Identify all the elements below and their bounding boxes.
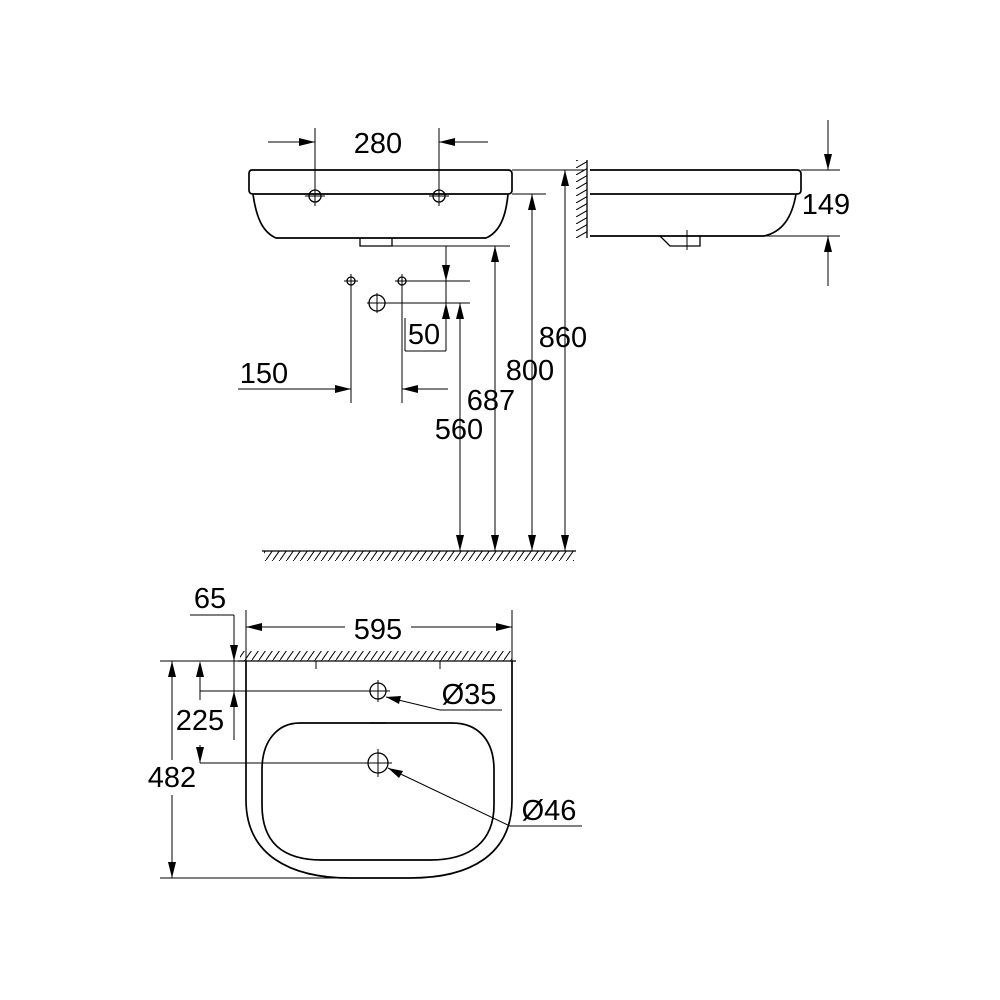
dim-text-595: 595 <box>354 614 402 646</box>
dim-text-149: 149 <box>802 189 850 221</box>
floor-line <box>262 550 576 561</box>
side-basin-bowl <box>590 193 797 237</box>
front-basin-bowl <box>252 193 509 239</box>
dimension-687 <box>491 246 499 551</box>
dim-text-225: 225 <box>176 705 224 737</box>
leader-diameter-35 <box>385 696 502 711</box>
dimension-280 <box>268 128 488 186</box>
leader-diameter-46 <box>387 767 582 827</box>
dim-text-50: 50 <box>408 319 440 351</box>
dimension-482 <box>160 661 350 879</box>
side-wall <box>576 160 588 238</box>
dim-text-150: 150 <box>240 358 288 390</box>
dimension-860 <box>561 170 569 551</box>
dim-text-687: 687 <box>467 385 515 417</box>
dimension-225 <box>160 660 366 764</box>
supply-point-right <box>395 274 470 403</box>
plan-waste-hole <box>364 749 392 777</box>
front-tap-hole-left <box>305 186 325 206</box>
plan-basin-outline <box>245 661 513 879</box>
dimension-50 <box>404 246 450 352</box>
dim-text-diameter-46: Ø46 <box>522 795 577 827</box>
side-basin-outline <box>590 169 802 195</box>
plan-wall <box>238 651 516 662</box>
dimension-149 <box>824 120 832 286</box>
side-elevation: 149 <box>576 120 850 286</box>
dim-text-560: 560 <box>435 414 483 446</box>
supply-point-left <box>344 274 358 403</box>
dim-text-800: 800 <box>506 355 554 387</box>
plan-view: 595 65 225 482 <box>148 583 582 879</box>
front-basin-outline <box>248 169 513 195</box>
dimension-800 <box>528 194 536 551</box>
dim-text-65: 65 <box>194 583 226 615</box>
front-waste-outlet <box>359 238 393 247</box>
dim-text-860: 860 <box>539 322 587 354</box>
dimension-595 <box>245 610 513 661</box>
dimension-560 <box>456 303 464 551</box>
dim-text-482: 482 <box>148 762 196 794</box>
waste-point <box>367 293 470 313</box>
dimension-65 <box>190 614 238 740</box>
dim-text-280: 280 <box>354 128 402 160</box>
plan-tap-hole <box>366 680 390 702</box>
front-elevation: 280 50 <box>238 128 587 561</box>
dimension-150 <box>238 385 448 393</box>
dim-text-diameter-35: Ø35 <box>442 679 497 711</box>
plan-basin-bowl <box>261 722 495 861</box>
side-waste-outlet <box>659 235 701 247</box>
front-tap-hole-right <box>429 186 449 206</box>
